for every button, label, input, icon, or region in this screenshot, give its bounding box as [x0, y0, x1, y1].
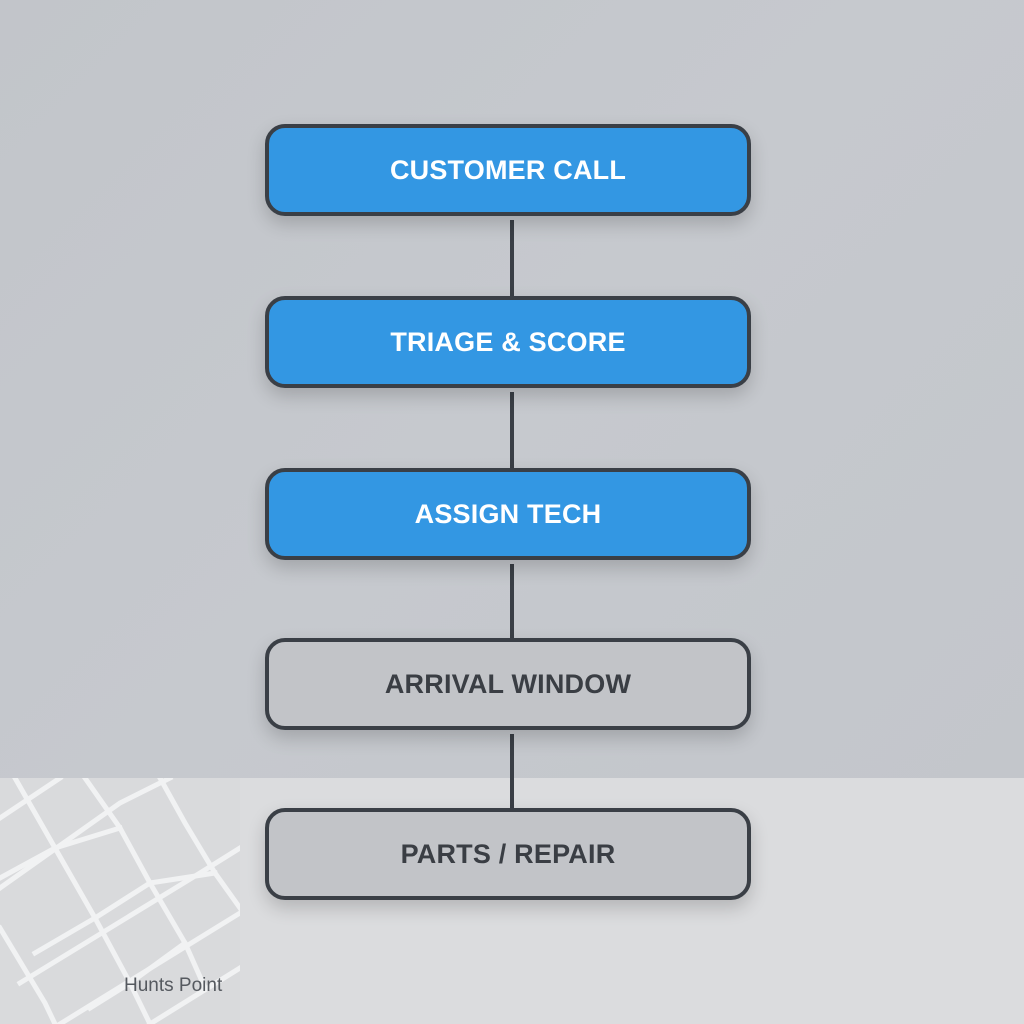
- connector-line: [510, 220, 514, 298]
- connector-line: [510, 392, 514, 470]
- step-arrival-window[interactable]: ARRIVAL WINDOW: [265, 638, 751, 730]
- connector-line: [510, 734, 514, 810]
- map-streets: [0, 778, 240, 1024]
- step-customer-call[interactable]: CUSTOMER CALL: [265, 124, 751, 216]
- map-location-label: Hunts Point: [124, 975, 223, 996]
- step-triage-score[interactable]: TRIAGE & SCORE: [265, 296, 751, 388]
- step-assign-tech[interactable]: ASSIGN TECH: [265, 468, 751, 560]
- step-parts-repair[interactable]: PARTS / REPAIR: [265, 808, 751, 900]
- connector-line: [510, 564, 514, 640]
- map-thumbnail[interactable]: [0, 778, 240, 1024]
